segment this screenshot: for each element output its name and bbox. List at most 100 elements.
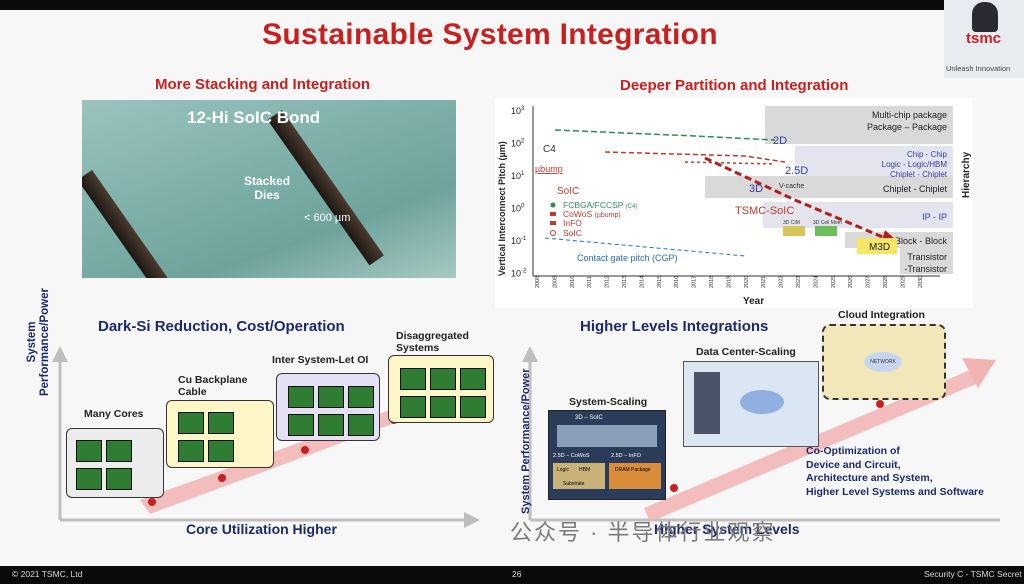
server-rack-visual (694, 372, 720, 434)
core-chip (348, 386, 374, 408)
3d-cim-chip (783, 226, 805, 236)
year-tick-label: 2024 (813, 276, 819, 288)
webcam-overlay: tsmc Unleash Innovation (944, 0, 1024, 78)
hierarchy-bar-transistor (900, 248, 953, 274)
year-tick-label: 2011 (587, 276, 593, 288)
core-chip (178, 412, 204, 434)
stage-system-scaling-label: System-Scaling (569, 396, 648, 408)
dram-caption: DRAM Package (615, 467, 651, 473)
year-tick-label: 2028 (883, 276, 889, 288)
presenter-figure (972, 2, 998, 32)
q4-trend-arrowhead (962, 358, 996, 388)
year-tick-label: 2022 (779, 276, 785, 288)
y-tick-label: 101 (511, 171, 525, 181)
hier-chip-2: Logic - Logic/HBM (882, 160, 948, 169)
hierarchy-bar-package (765, 106, 953, 144)
soic-stack-visual (557, 425, 657, 447)
d25-label: 2.5D (785, 165, 808, 177)
core-chip (318, 386, 344, 408)
core-chip (76, 440, 102, 462)
fcbga-trend (554, 129, 776, 141)
legend-marker-fcbga (550, 202, 556, 208)
cowos-caption: 2.5D – CoWoS (553, 453, 590, 459)
core-chip (288, 386, 314, 408)
year-tick-label: 2019 (726, 276, 732, 288)
hier-transistor-1: Transistor (907, 252, 947, 262)
core-chip (318, 414, 344, 436)
presentation-slide: Sustainable System Integration More Stac… (0, 10, 1024, 566)
slide-title: Sustainable System Integration (262, 18, 718, 51)
q4-y-label: System Performance/Power (520, 368, 532, 514)
security-text: Security C - TSMC Secret (924, 569, 1022, 579)
3d-cell-mem-label: 3D Cell Mem (813, 220, 842, 226)
hier-chip-3: Chiplet - Chiplet (890, 170, 948, 179)
page-number: 26 (512, 569, 522, 579)
core-chip (430, 396, 456, 418)
soic-trend (704, 156, 886, 240)
year-tick-label: 2013 (622, 276, 628, 288)
3d-cell-mem-chip (815, 226, 837, 236)
chart-legend: FCBGA/FCCSP (C4) CoWoS (µbump) InFO SoIC (550, 200, 637, 238)
die-stack-edge (82, 240, 89, 278)
stacked-dies-label: Stacked Dies (244, 174, 291, 202)
y-tick-label: 103 (511, 106, 525, 116)
wechat-watermark: 公众号 · 半导体行业观察 (510, 520, 776, 545)
y-tick-label: 100 (511, 204, 525, 214)
year-tick-label: 2018 (709, 276, 715, 288)
substrate-caption: Substrate (563, 481, 585, 487)
core-chip (288, 414, 314, 436)
c4-label: C4 (543, 144, 556, 155)
stage-cloud-label: Cloud Integration (838, 309, 925, 321)
stage-many-cores-label: Many Cores (84, 408, 144, 420)
year-tick-label: 2008 (535, 276, 541, 288)
year-tick-label: 2021 (761, 276, 767, 288)
year-tick-label: 2010 (570, 276, 576, 288)
q3-point (218, 474, 226, 482)
q4-x-label: Higher System Levels (654, 521, 800, 537)
hier-package-2: Package – Package (867, 122, 947, 132)
core-chip (76, 468, 102, 490)
hier-ip: IP - IP (922, 212, 947, 222)
hierarchy-bar-chip (795, 146, 953, 176)
system-scaling-image: 3D – SoIC 2.5D – CoWoS 2.5D – InFO Logic… (548, 410, 666, 500)
q3-title: Dark-Si Reduction, Cost/Operation (98, 318, 345, 335)
core-chip (460, 368, 486, 390)
core-chip (106, 440, 132, 462)
m3d-label: M3D (869, 242, 890, 253)
x-axis-label: Year (743, 296, 764, 307)
soic-bond-photo: 12-Hi SoIC Bond Stacked Dies < 600 µm (82, 100, 456, 278)
core-chip (348, 414, 374, 436)
hier-package-1: Multi-chip package (872, 110, 947, 120)
network-cloud: NETWORK (864, 352, 902, 372)
y-tick-label: 10-2 (511, 269, 527, 279)
cowos-package-visual (553, 463, 605, 489)
year-tick-label: 2016 (674, 276, 680, 288)
year-tick-label: 2025 (831, 276, 837, 288)
q3-x-label: Core Utilization Higher (186, 521, 337, 537)
q3-x-arrowhead (464, 512, 480, 528)
q1-title: More Stacking and Integration (155, 76, 371, 93)
hierarchy-bar-ip (763, 202, 953, 228)
year-tick-label: 2030 (918, 276, 924, 288)
3d-cim-label: 3D CIM (783, 220, 800, 226)
q2-title: Deeper Partition and Integration (620, 77, 849, 94)
tsmc-tagline: Unleash Innovation (946, 64, 1011, 73)
dimension-label: < 600 µm (304, 212, 351, 224)
core-chip (430, 368, 456, 390)
stage-inter-system-label: Inter System-Let OI (272, 354, 369, 366)
legend-marker-info (550, 221, 556, 225)
year-tick-label: 2023 (796, 276, 802, 288)
legend-cowos: CoWoS (µbump) (563, 209, 621, 219)
core-chip (208, 412, 234, 434)
hier-chiplet: Chiplet - Chiplet (883, 184, 948, 194)
copyright-text: © 2021 TSMC, Ltd (12, 569, 83, 579)
ubump-label: µbump (535, 164, 563, 174)
y-axis-label: Vertical Interconnect Pitch (µm) (497, 141, 507, 276)
stage-data-center-label: Data Center-Scaling (696, 346, 796, 358)
photo-title: 12-Hi SoIC Bond (187, 108, 321, 127)
year-tick-label: 2012 (605, 276, 611, 288)
